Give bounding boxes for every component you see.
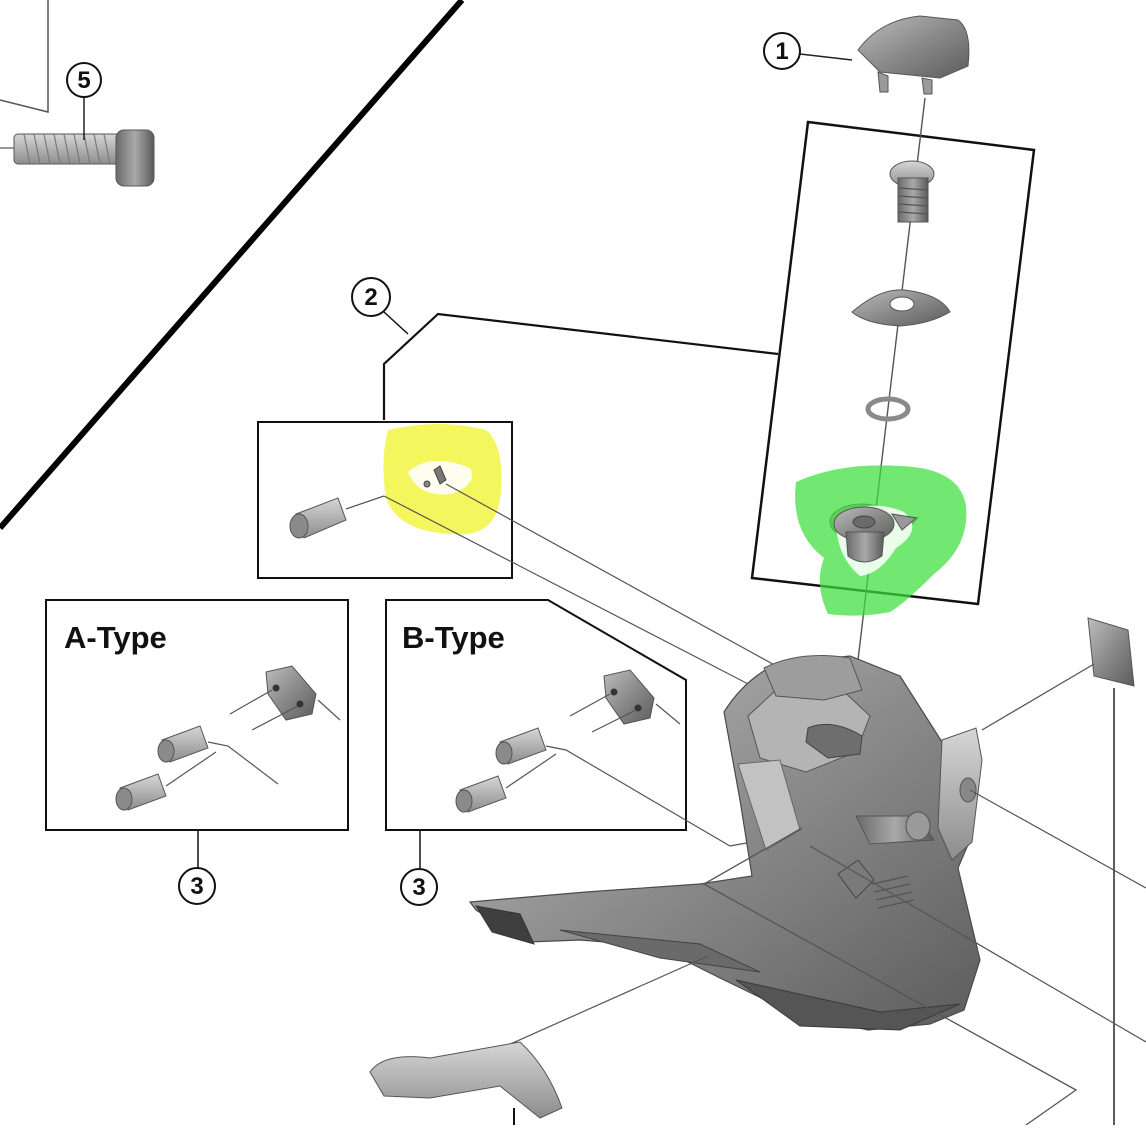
adjuster-assembly-box — [750, 120, 1036, 606]
svg-text:3: 3 — [190, 873, 203, 900]
side-plate — [1087, 617, 1135, 687]
svg-text:2: 2 — [364, 284, 377, 311]
small-clip — [423, 465, 447, 488]
callout-1: 1 — [763, 32, 801, 70]
o-ring — [865, 396, 911, 422]
b-type-plate — [603, 669, 655, 725]
front-derailleur-body — [468, 655, 983, 1031]
a-type-screw-1 — [157, 725, 209, 763]
washer-with-tabs — [851, 289, 951, 327]
svg-text:5: 5 — [77, 67, 90, 94]
mounting-bolt — [0, 129, 155, 187]
small-parts-box — [257, 421, 513, 579]
callout-3-b: 3 — [400, 868, 438, 906]
b-type-screw-1 — [495, 727, 547, 765]
b-type-screw-2 — [455, 775, 507, 813]
callout-5: 5 — [66, 62, 102, 98]
a-type-screw-2 — [115, 773, 167, 811]
top-cap — [857, 15, 970, 95]
a-type-plate — [265, 665, 317, 721]
a-type-box — [45, 599, 349, 831]
callout-2: 2 — [351, 277, 391, 317]
b-type-label: B-Type — [402, 620, 505, 655]
adjuster-bolt — [889, 160, 935, 223]
set-screw — [289, 495, 385, 539]
a-type-label: A-Type — [64, 620, 167, 655]
b-type-box — [385, 599, 687, 831]
svg-text:3: 3 — [412, 874, 425, 901]
callout-3-a: 3 — [178, 867, 216, 905]
corner-inset — [0, 0, 465, 530]
svg-text:1: 1 — [775, 38, 788, 65]
adjuster-nut-highlighted — [833, 506, 918, 563]
cable-cover — [369, 1041, 563, 1119]
